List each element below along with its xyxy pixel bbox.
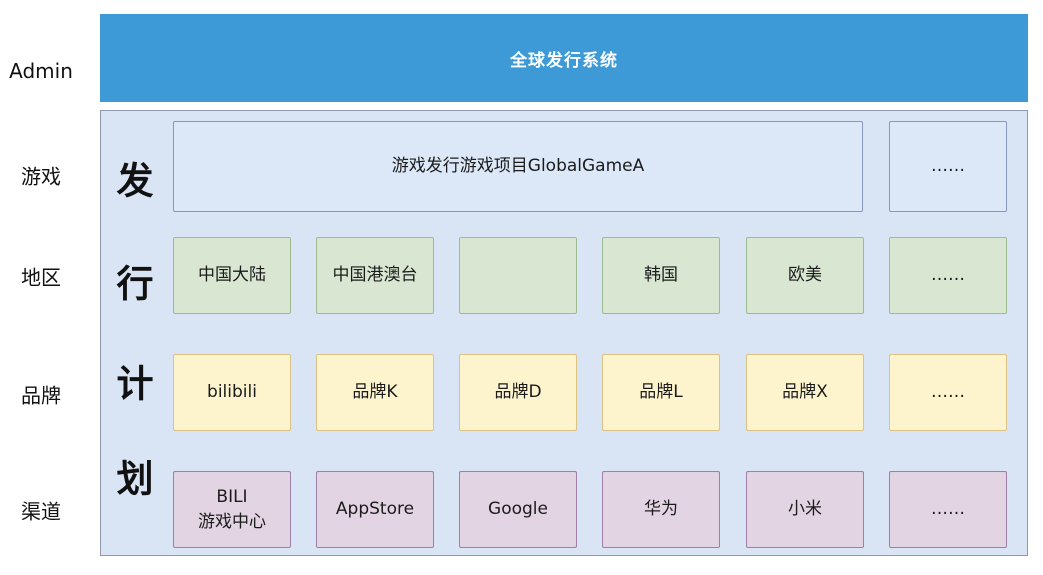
- brand-box-d: 品牌D: [459, 354, 577, 431]
- plan-vertical-char-2: 行: [116, 262, 154, 306]
- region-box-empty: [459, 237, 577, 314]
- side-label-game: 游戏: [21, 164, 61, 189]
- channel-box-huawei: 华为: [602, 471, 720, 548]
- publishing-plan-container: 发 行 计 划 游戏发行游戏项目GlobalGameA …… 中国大陆 中国港澳…: [100, 110, 1028, 556]
- game-project-box: 游戏发行游戏项目GlobalGameA: [173, 121, 863, 212]
- side-label-brand: 品牌: [21, 383, 61, 408]
- brand-more-box: ……: [889, 354, 1007, 431]
- plan-vertical-char-4: 划: [116, 457, 154, 501]
- region-box-cn-mainland: 中国大陆: [173, 237, 291, 314]
- brand-box-x: 品牌X: [746, 354, 864, 431]
- plan-vertical-char-3: 计: [116, 362, 154, 406]
- brand-box-l: 品牌L: [602, 354, 720, 431]
- region-box-korea: 韩国: [602, 237, 720, 314]
- channel-box-appstore: AppStore: [316, 471, 434, 548]
- system-header-bar: 全球发行系统: [100, 14, 1028, 102]
- channel-box-bili-game-center: BILI 游戏中心: [173, 471, 291, 548]
- side-label-admin: Admin: [9, 59, 73, 83]
- region-box-cn-hmt: 中国港澳台: [316, 237, 434, 314]
- side-label-channel: 渠道: [21, 499, 61, 524]
- game-more-box: ……: [889, 121, 1007, 212]
- channel-more-box: ……: [889, 471, 1007, 548]
- channel-box-xiaomi: 小米: [746, 471, 864, 548]
- brand-box-k: 品牌K: [316, 354, 434, 431]
- side-label-region: 地区: [21, 265, 61, 290]
- brand-box-bilibili: bilibili: [173, 354, 291, 431]
- region-more-box: ……: [889, 237, 1007, 314]
- region-box-west: 欧美: [746, 237, 864, 314]
- plan-vertical-char-1: 发: [116, 159, 154, 203]
- system-title: 全球发行系统: [510, 50, 618, 71]
- channel-box-google: Google: [459, 471, 577, 548]
